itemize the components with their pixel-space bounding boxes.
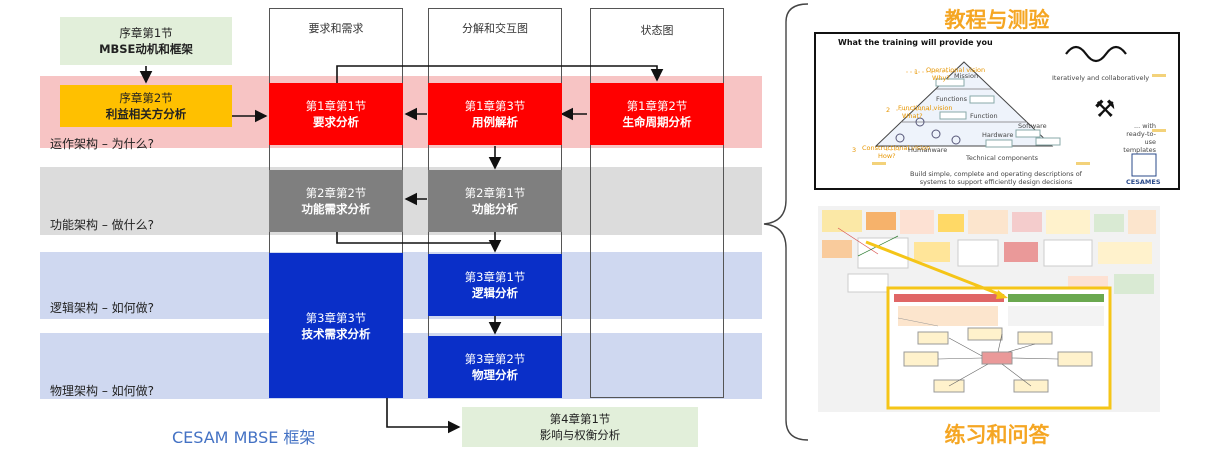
level-num-1: 1 bbox=[914, 68, 919, 76]
pyramid-hardware: Hardware bbox=[982, 131, 1014, 139]
box-logical-analysis-line1: 第3章第1节 bbox=[464, 270, 526, 284]
tools-icon: ⚒ bbox=[1094, 95, 1116, 123]
level-q-1: Why? bbox=[932, 74, 950, 82]
training-footer: Build simple, complete and operating des… bbox=[910, 170, 1082, 186]
box-requirements-analysis-line1: 第1章第1节 bbox=[305, 99, 367, 113]
level-num-2: 2 bbox=[886, 106, 891, 114]
pyramid-functions: Functions bbox=[936, 95, 968, 103]
pyramid-function: Function bbox=[970, 112, 998, 120]
pyramid-graphic bbox=[872, 45, 1166, 177]
level-label-3: Constructional vision bbox=[862, 144, 931, 152]
framework-title: CESAM MBSE 框架 bbox=[172, 428, 316, 447]
box-impact-tradeoff[interactable]: 第4章第1节 影响与权衡分析 bbox=[462, 407, 698, 447]
box-physical-analysis-line1: 第3章第2节 bbox=[464, 352, 526, 366]
box-functional-requirements-line1: 第2章第2节 bbox=[305, 186, 367, 200]
level-q-2: What? bbox=[902, 112, 923, 120]
box-functional-analysis[interactable]: 第2章第1节 功能分析 bbox=[428, 170, 562, 232]
level-label-2: Functional vision bbox=[898, 104, 953, 112]
curly-brace bbox=[763, 3, 809, 441]
column-title-decomposition: 分解和交互图 bbox=[462, 22, 528, 35]
pyramid-humanware: Humanware bbox=[908, 146, 948, 154]
note-iterative: Iteratively and collaboratively bbox=[1052, 74, 1150, 82]
pyramid-mission: Mission bbox=[954, 72, 979, 80]
level-num-3: 3 bbox=[852, 146, 857, 154]
box-prologue-2-line1: 序章第2节 bbox=[119, 91, 173, 105]
box-prologue-2[interactable]: 序章第2节 利益相关方分析 bbox=[60, 85, 232, 127]
box-impact-tradeoff-line1: 第4章第1节 bbox=[549, 412, 611, 426]
training-panel: What the training will provide you 1 Ope… bbox=[814, 32, 1180, 190]
box-use-case-analysis[interactable]: 第1章第3节 用例解析 bbox=[428, 83, 562, 145]
column-state bbox=[590, 8, 724, 398]
box-use-case-analysis-line1: 第1章第3节 bbox=[464, 99, 526, 113]
box-functional-analysis-line2: 功能分析 bbox=[472, 202, 518, 216]
tutorial-quiz-title: 教程与测验 bbox=[944, 8, 1050, 32]
level-q-3: How? bbox=[878, 152, 896, 160]
pyramid-technical-components: Technical components bbox=[966, 154, 1039, 162]
box-prologue-2-line2: 利益相关方分析 bbox=[105, 107, 187, 121]
exercise-qa-title: 练习和问答 bbox=[944, 423, 1050, 447]
box-functional-analysis-line1: 第2章第1节 bbox=[464, 186, 526, 200]
box-physical-analysis[interactable]: 第3章第2节 物理分析 bbox=[428, 336, 562, 398]
box-lifecycle-analysis[interactable]: 第1章第2节 生命周期分析 bbox=[590, 83, 724, 145]
box-requirements-analysis[interactable]: 第1章第1节 要求分析 bbox=[269, 83, 403, 145]
box-lifecycle-analysis-line1: 第1章第2节 bbox=[626, 99, 688, 113]
training-heading: What the training will provide you bbox=[838, 38, 993, 47]
box-technical-requirements-line1: 第3章第3节 bbox=[305, 310, 367, 325]
box-prologue-1-line2: MBSE动机和框架 bbox=[99, 42, 193, 56]
note-templates: ... with ready-to-use templates bbox=[1123, 122, 1156, 154]
column-title-requirements: 要求和需求 bbox=[308, 22, 364, 35]
box-technical-requirements[interactable]: 第3章第3节 技术需求分析 bbox=[269, 253, 403, 398]
box-technical-requirements-line2: 技术需求分析 bbox=[301, 326, 371, 341]
row-label-operational: 运作架构 – 为什么? bbox=[50, 137, 154, 151]
box-impact-tradeoff-line2: 影响与权衡分析 bbox=[539, 428, 621, 442]
level-label-1: Operational vision bbox=[926, 66, 986, 74]
column-title-state: 状态图 bbox=[640, 24, 674, 37]
box-use-case-analysis-line2: 用例解析 bbox=[472, 115, 518, 129]
cesames-logo: CESAMES bbox=[1126, 178, 1161, 186]
box-logical-analysis-line2: 逻辑分析 bbox=[472, 286, 518, 300]
box-physical-analysis-line2: 物理分析 bbox=[472, 368, 518, 382]
pyramid-software: Software bbox=[1018, 122, 1047, 130]
box-functional-requirements[interactable]: 第2章第2节 功能需求分析 bbox=[269, 170, 403, 232]
box-functional-requirements-line2: 功能需求分析 bbox=[301, 202, 371, 216]
box-prologue-1[interactable]: 序章第1节 MBSE动机和框架 bbox=[60, 17, 232, 65]
box-requirements-analysis-line2: 要求分析 bbox=[313, 115, 359, 129]
row-label-logical: 逻辑架构 – 如何做? bbox=[50, 301, 154, 315]
row-label-functional: 功能架构 – 做什么? bbox=[50, 218, 154, 232]
box-prologue-1-line1: 序章第1节 bbox=[119, 26, 173, 40]
exercise-collage bbox=[822, 210, 1156, 410]
box-lifecycle-analysis-line2: 生命周期分析 bbox=[622, 115, 692, 129]
box-logical-analysis[interactable]: 第3章第1节 逻辑分析 bbox=[428, 254, 562, 316]
row-label-physical: 物理架构 – 如何做? bbox=[50, 384, 154, 398]
